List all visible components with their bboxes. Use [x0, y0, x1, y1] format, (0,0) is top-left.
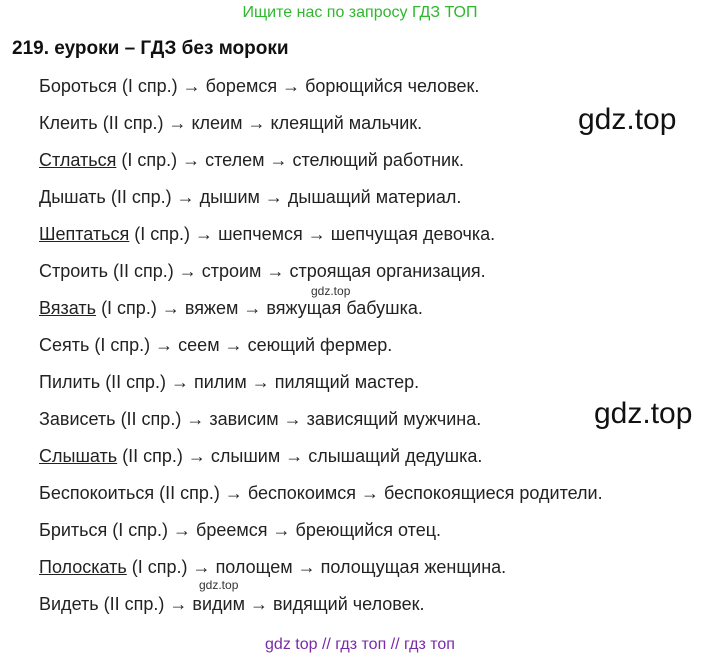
participle: зависящий [306, 409, 399, 429]
verb: Стлаться [39, 150, 117, 170]
verb: Бороться [39, 76, 117, 96]
conjugation: (I спр.) [112, 520, 169, 540]
verb-form: беспокоимся [247, 483, 357, 503]
search-banner: Ищите нас по запросу ГДЗ ТОП [242, 4, 478, 21]
verb-form: полощем [215, 557, 293, 577]
task-title: 219. еуроки – ГДЗ без мороки [12, 38, 289, 59]
participle: стелющий [292, 150, 378, 170]
conjugation: (II спр.) [120, 409, 182, 429]
exercise-row: Дышать (II спр.) → дышим → дышащий матер… [39, 187, 462, 207]
verb: Дышать [39, 187, 106, 207]
participle: клеящий [270, 113, 344, 133]
noun: отец. [398, 520, 442, 540]
conjugation: (II спр.) [103, 594, 165, 614]
noun: родители. [519, 483, 603, 503]
verb-form: дышим [199, 187, 260, 207]
exercise-row: Стлаться (I спр.) → стелем → стелющий ра… [39, 150, 464, 170]
verb: Клеить [39, 113, 98, 133]
noun: человек. [407, 76, 480, 96]
footer-links: gdz top // гдз топ // гдз топ [265, 636, 455, 653]
participle: видящий [272, 594, 348, 614]
participle: пилящий [274, 372, 350, 392]
noun: мужчина. [403, 409, 482, 429]
verb-form: строим [201, 261, 262, 281]
verb: Вязать [39, 298, 97, 318]
participle: шепчущая [330, 224, 418, 244]
conjugation: (I спр.) [121, 76, 178, 96]
conjugation: (II спр.) [122, 446, 183, 466]
verb-form: стелем [205, 150, 265, 170]
noun: человек. [352, 594, 425, 614]
conjugation: (I спр.) [101, 298, 157, 318]
conjugation: (II спр.) [159, 483, 220, 503]
conjugation: (II спр.) [112, 261, 174, 281]
noun: работник. [382, 150, 464, 170]
conjugation: (II спр.) [102, 113, 164, 133]
exercise-row: Шептаться (I спр.) → шепчемся → шепчущая… [39, 224, 496, 244]
verb: Зависеть [39, 409, 116, 429]
verb-form: боремся [205, 76, 278, 96]
exercise-row: Клеить (II спр.) → клеим → клеящий мальч… [39, 113, 423, 133]
exercise-rows: Бороться (I спр.) → боремся → борющийся … [39, 71, 603, 626]
watermark-small: gdz.top [311, 284, 351, 298]
exercise-row: Сеять (I спр.) → сеем → сеющий фермер. [39, 335, 393, 355]
participle: дышащий [287, 187, 371, 207]
noun: мальчик. [348, 113, 423, 133]
verb: Беспокоиться [39, 483, 155, 503]
watermark-small: gdz.top [199, 578, 239, 592]
participle: вяжущая [266, 298, 342, 318]
verb: Сеять [39, 335, 90, 355]
noun: организация. [376, 261, 486, 281]
participle: строящая [289, 261, 372, 281]
verb-form: слышим [210, 446, 281, 466]
exercise-row: Полоскать (I спр.) → полощем → полощущая… [39, 557, 507, 577]
noun: мастер. [354, 372, 420, 392]
verb-form: вяжем [184, 298, 239, 318]
exercise-row: Строить (II спр.) → строим → строящая ор… [39, 261, 486, 281]
conjugation: (I спр.) [94, 335, 151, 355]
exercise-row: Бриться (I спр.) → бреемся → бреющийся о… [39, 520, 442, 540]
conjugation: (I спр.) [121, 150, 178, 170]
verb-form: сеем [178, 335, 220, 355]
noun: женщина. [424, 557, 507, 577]
exercise-row: Видеть (II спр.) → видим → видящий челов… [39, 594, 425, 614]
exercise-row: Бороться (I спр.) → боремся → борющийся … [39, 76, 480, 96]
verb-form: бреемся [196, 520, 268, 540]
participle: бреющийся [295, 520, 394, 540]
verb: Строить [39, 261, 108, 281]
conjugation: (II спр.) [105, 372, 166, 392]
conjugation: (I спр.) [131, 557, 188, 577]
participle: слышащий [308, 446, 401, 466]
verb: Видеть [39, 594, 99, 614]
verb: Слышать [39, 446, 118, 466]
verb-form: клеим [191, 113, 243, 133]
exercise-row: Пилить (II спр.) → пилим → пилящий масте… [39, 372, 420, 392]
verb-form: шепчемся [218, 224, 303, 244]
exercise-row: Беспокоиться (II спр.) → беспокоимся → б… [39, 483, 603, 503]
noun: фермер. [320, 335, 393, 355]
verb: Бриться [39, 520, 108, 540]
participle: полощущая [320, 557, 420, 577]
noun: материал. [375, 187, 462, 207]
exercise-row: Слышать (II спр.) → слышим → слышащий де… [39, 446, 483, 466]
noun: бабушка. [346, 298, 423, 318]
verb-form: пилим [193, 372, 247, 392]
noun: девочка. [422, 224, 496, 244]
noun: дедушка. [405, 446, 483, 466]
watermark: gdz.top [594, 397, 693, 430]
exercise-row: Зависеть (II спр.) → зависим → зависящий… [39, 409, 482, 429]
verb: Полоскать [39, 557, 127, 577]
conjugation: (I спр.) [134, 224, 191, 244]
participle: беспокоящиеся [384, 483, 515, 503]
conjugation: (II спр.) [110, 187, 172, 207]
exercise-row: Вязать (I спр.) → вяжем → вяжущая бабушк… [39, 298, 423, 318]
verb: Пилить [39, 372, 101, 392]
verb: Шептаться [39, 224, 130, 244]
verb-form: видим [192, 594, 245, 614]
watermark: gdz.top [578, 103, 677, 136]
participle: сеющий [247, 335, 316, 355]
participle: борющийся [305, 76, 403, 96]
verb-form: зависим [209, 409, 279, 429]
